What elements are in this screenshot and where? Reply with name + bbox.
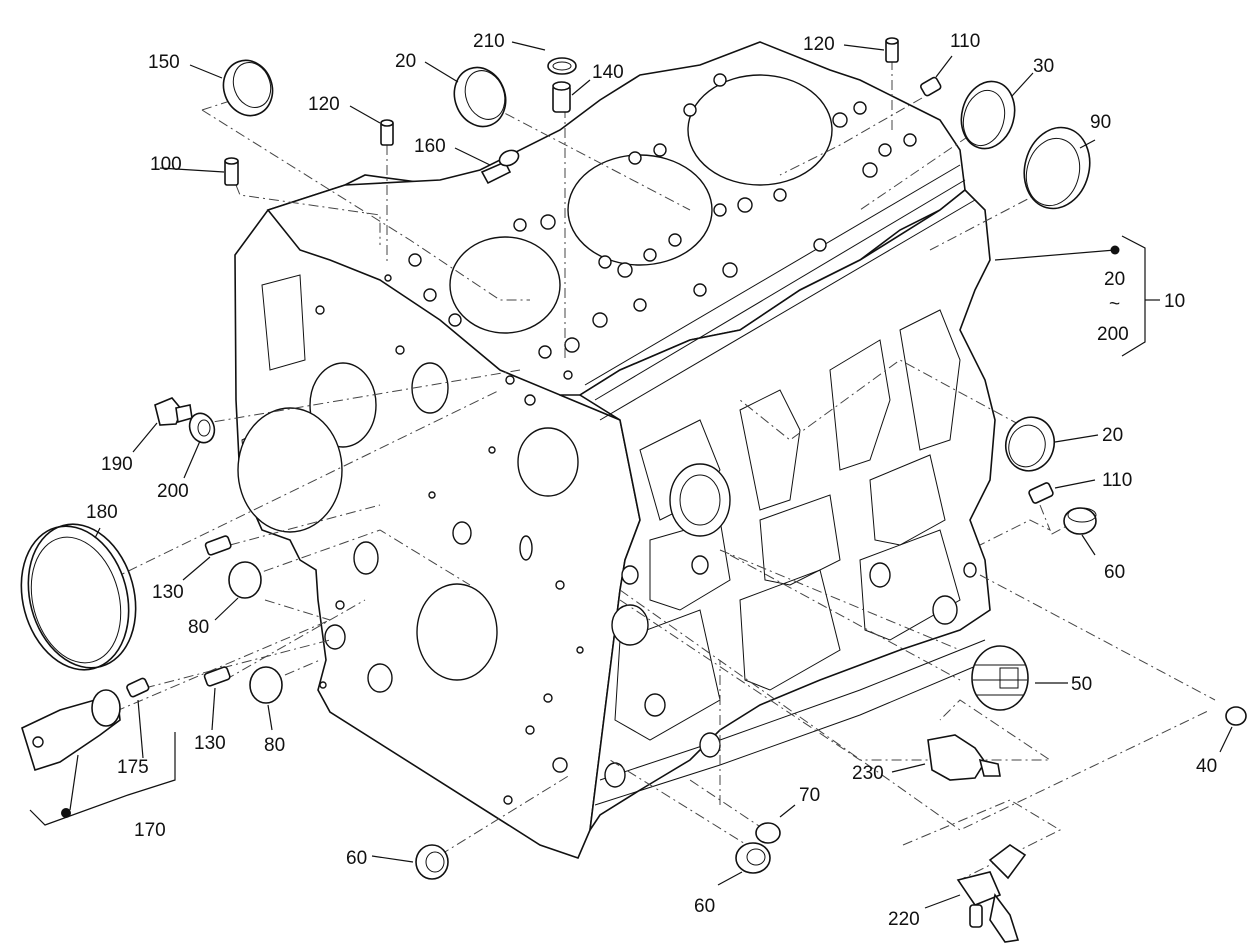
part-220-drain-cock	[956, 844, 1027, 943]
part-120-pin-right	[885, 37, 899, 63]
side-bosses	[604, 463, 977, 788]
part-60-plug-bottom-left	[415, 844, 449, 880]
part-110-pin-top	[920, 76, 942, 97]
callout-190: 190	[101, 454, 133, 475]
callout-20-top: 20	[395, 51, 416, 72]
callout-10: 10	[1164, 291, 1185, 312]
callout-175: 175	[117, 757, 149, 778]
callout-160: 160	[414, 136, 446, 157]
callout-80-upper: 80	[188, 617, 209, 638]
part-30-plug	[960, 80, 1016, 150]
callout-210: 210	[473, 31, 505, 52]
part-130-pin-upper	[204, 535, 232, 556]
part-20-plug-top	[453, 66, 507, 128]
callout-30: 30	[1033, 56, 1054, 77]
part-60-plug-bottom-mid	[735, 842, 771, 874]
part-200-washer	[188, 412, 216, 444]
leader-lines	[29, 41, 1233, 909]
part-180-oil-seal	[20, 523, 137, 671]
front-face-holes	[237, 305, 584, 805]
part-230-sensor	[927, 734, 1001, 781]
part-80-plug-lower	[249, 666, 283, 704]
part-190-plug-screw	[154, 397, 193, 426]
part-150-plug	[222, 59, 274, 117]
callout-50: 50	[1071, 674, 1092, 695]
part-120-pin-left	[380, 119, 394, 146]
part-110-pin-side	[1028, 482, 1054, 504]
callout-20-side: 20	[1102, 425, 1123, 446]
callout-60-right: 60	[1104, 562, 1125, 583]
callout-200: 200	[157, 481, 189, 502]
part-50-plug	[971, 645, 1029, 711]
callout-40: 40	[1196, 756, 1217, 777]
alignment-lines	[59, 60, 1216, 881]
callout-range-tilde: ~	[1109, 294, 1120, 315]
part-140-dowel	[552, 81, 571, 113]
callout-130-lower: 130	[194, 733, 226, 754]
part-175-screw	[126, 677, 150, 698]
part-60-plug-right	[1063, 507, 1097, 535]
part-80-plug-upper	[228, 561, 262, 599]
callout-150: 150	[148, 52, 180, 73]
callout-230: 230	[852, 763, 884, 784]
part-100-pin	[224, 157, 239, 186]
part-130-pin-lower	[203, 666, 231, 687]
part-20-plug-side	[1004, 416, 1056, 472]
callout-110-side: 110	[1102, 470, 1132, 491]
part-40-plug	[1225, 706, 1247, 726]
part-70-plug	[755, 822, 781, 844]
callout-60-bottom-left: 60	[346, 848, 367, 869]
callout-labels: 150 20 210 140 120 110 30 90 120 160 100…	[86, 31, 1217, 930]
callout-140: 140	[592, 62, 624, 83]
callout-170: 170	[134, 820, 166, 841]
part-170-assembly	[21, 689, 121, 772]
callout-100: 100	[150, 154, 182, 175]
callout-80-lower: 80	[264, 735, 285, 756]
callout-range-start-20: 20	[1104, 269, 1125, 290]
callout-130-upper: 130	[152, 582, 184, 603]
callout-220: 220	[888, 909, 920, 930]
callout-70: 70	[799, 785, 820, 806]
deck-holes	[384, 73, 917, 380]
callout-120-top-right: 120	[803, 34, 835, 55]
callout-120-left: 120	[308, 94, 340, 115]
part-160-bolt	[480, 149, 520, 185]
callout-60-bottom-mid: 60	[694, 896, 715, 917]
callout-90: 90	[1090, 112, 1111, 133]
part-90-plug	[1023, 126, 1091, 210]
callout-180: 180	[86, 502, 118, 523]
part-210-oring	[547, 57, 577, 75]
callout-110-top: 110	[950, 31, 980, 52]
callout-range-end-200: 200	[1097, 324, 1129, 345]
